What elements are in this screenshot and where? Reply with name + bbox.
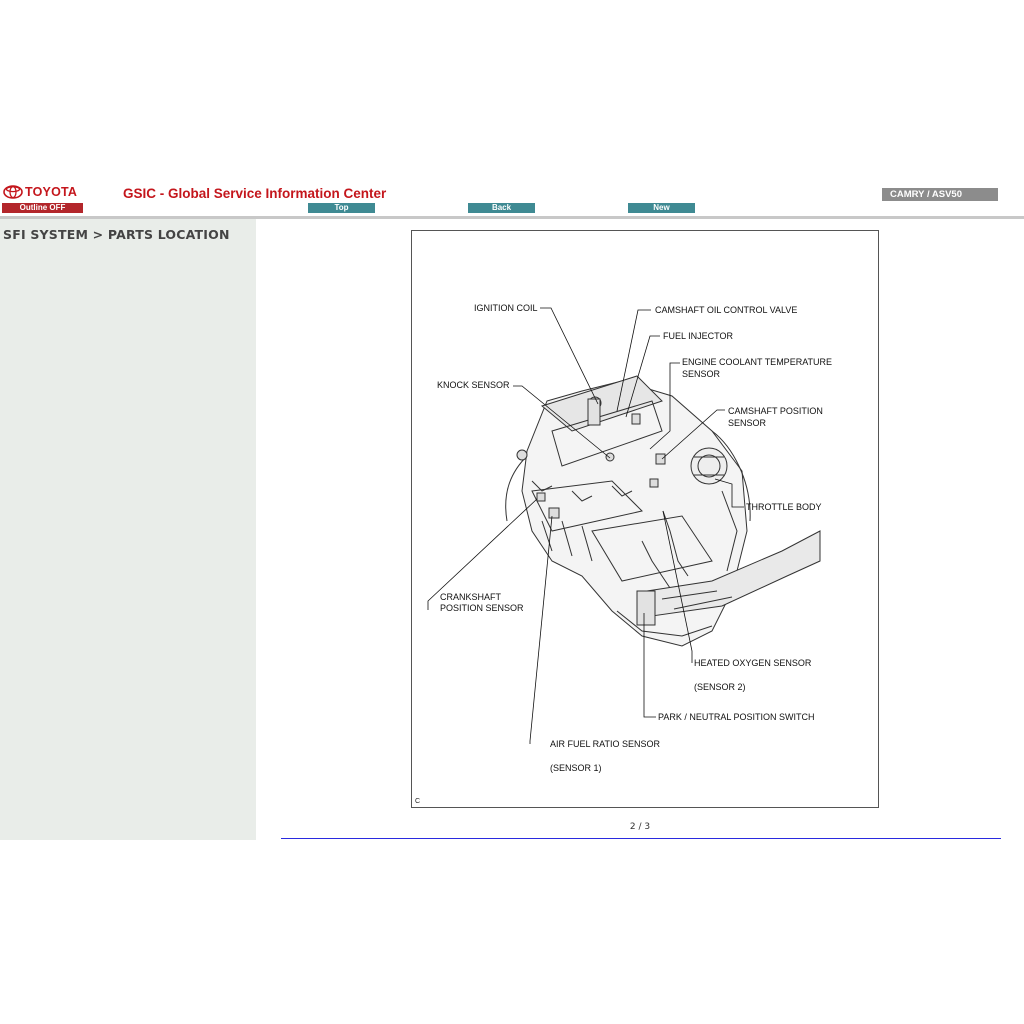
figure-code: C — [415, 798, 421, 805]
toyota-logo: TOYOTA — [3, 184, 77, 200]
label-air-fuel-ratio-sensor: AIR FUEL RATIO SENSOR — [550, 739, 661, 749]
outline-toggle-button[interactable]: Outline OFF — [2, 203, 83, 213]
label-camshaft-oil-control-valve: CAMSHAFT OIL CONTROL VALVE — [655, 305, 797, 315]
brand-name: TOYOTA — [25, 185, 78, 199]
label-fuel-injector: FUEL INJECTOR — [663, 331, 734, 341]
label-camshaft-position: CAMSHAFT POSITION — [728, 406, 823, 416]
label-knock-sensor: KNOCK SENSOR — [437, 380, 510, 390]
toyota-emblem-icon — [3, 185, 23, 199]
label-engine-coolant-temperature-sensor: SENSOR — [682, 369, 721, 379]
top-button[interactable]: Top — [308, 203, 375, 213]
page-divider — [281, 838, 1001, 839]
leader-lines — [427, 307, 744, 744]
new-button[interactable]: New — [628, 203, 695, 213]
back-button[interactable]: Back — [468, 203, 535, 213]
label-sensor-2: (SENSOR 2) — [694, 682, 746, 692]
engine-drawing — [505, 375, 821, 647]
breadcrumb: SFI SYSTEM > PARTS LOCATION — [3, 227, 230, 242]
page-indicator: 2 / 3 — [629, 822, 651, 832]
label-sensor-1: (SENSOR 1) — [550, 763, 602, 773]
app-title: GSIC - Global Service Information Center — [123, 186, 387, 201]
label-ignition-coil: IGNITION COIL — [474, 303, 538, 313]
label-camshaft-position-sensor: SENSOR — [728, 418, 767, 428]
label-park-neutral-position-switch: PARK / NEUTRAL POSITION SWITCH — [658, 712, 815, 722]
label-crankshaft-position-sensor: POSITION SENSOR — [440, 603, 524, 613]
sidebar: SFI SYSTEM > PARTS LOCATION — [0, 219, 256, 840]
label-heated-oxygen-sensor: HEATED OXYGEN SENSOR — [694, 658, 812, 668]
label-crankshaft: CRANKSHAFT — [440, 592, 502, 602]
label-throttle-body: THROTTLE BODY — [746, 502, 822, 512]
label-engine-coolant-temperature: ENGINE COOLANT TEMPERATURE — [682, 357, 832, 367]
parts-location-figure: IGNITION COIL CAMSHAFT OIL CONTROL VALVE… — [411, 230, 879, 808]
model-badge: CAMRY / ASV50 — [882, 188, 998, 201]
header-divider — [0, 216, 1024, 219]
engine-illustration: IGNITION COIL CAMSHAFT OIL CONTROL VALVE… — [427, 303, 832, 773]
part-labels: IGNITION COIL CAMSHAFT OIL CONTROL VALVE… — [437, 303, 832, 773]
header: TOYOTA GSIC - Global Service Information… — [0, 182, 1024, 216]
